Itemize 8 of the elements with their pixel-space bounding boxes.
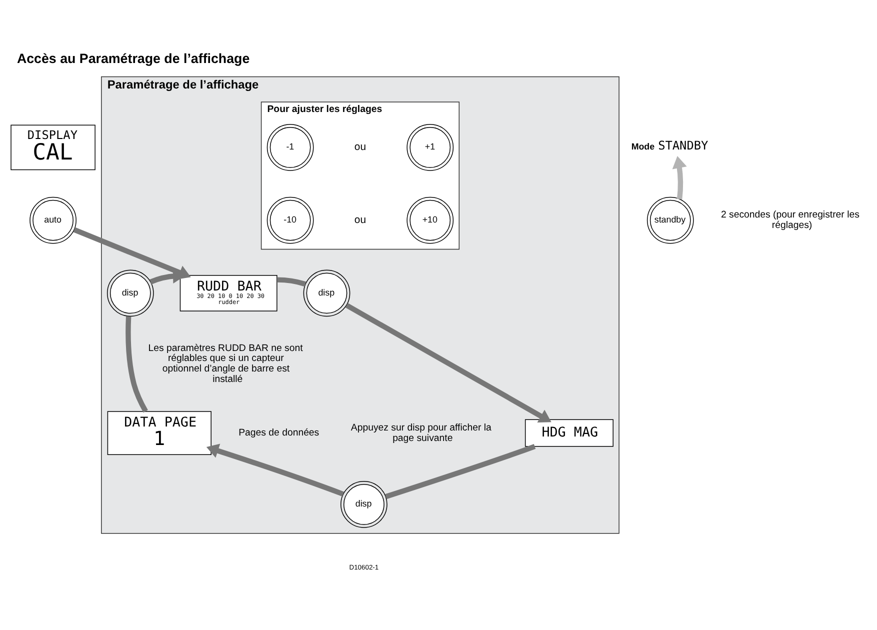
node-label: Appuyez sur disp pour afficher la page suivante bbox=[350, 422, 492, 444]
node-label: Pages de données bbox=[238, 427, 320, 438]
node-label: Les paramètres RUDD BAR ne sont réglables que si un capteur optionnel d’angle de barre est installé bbox=[148, 342, 303, 384]
label: ou bbox=[354, 142, 366, 153]
diagram-title: Accès au Paramétrage de l’affichage bbox=[16, 50, 250, 66]
node-label: 2 secondes (pour enregistrer les réglages) bbox=[720, 209, 860, 231]
label: ou bbox=[354, 214, 366, 226]
node-text: Mode STANDBY bbox=[631, 138, 708, 152]
